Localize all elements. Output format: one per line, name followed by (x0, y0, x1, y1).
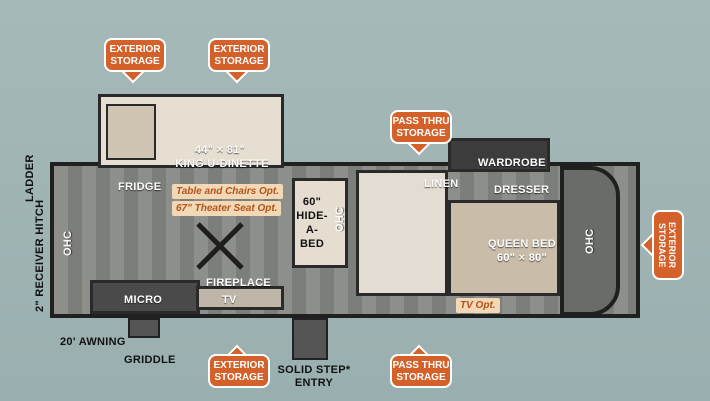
dresser-label: DRESSER (494, 184, 550, 196)
bathroom (356, 170, 448, 296)
tv-opt-label: TV Opt. (456, 298, 500, 313)
ohc-mid-label: OHC (334, 206, 346, 232)
hide-a-bed-label-4: BED (299, 238, 325, 250)
exterior-storage-callout-top-mid: EXTERIOR STORAGE (208, 38, 270, 84)
ladder-label: LADDER (24, 154, 36, 202)
wardrobe-label: WARDROBE (478, 157, 546, 169)
entry-step (292, 318, 328, 360)
dinette-name-label: KING U-DINETTE (175, 158, 269, 170)
exterior-storage-callout-top-left: EXTERIOR STORAGE (104, 38, 166, 84)
fireplace-label: FIREPLACE (206, 277, 272, 289)
table-opt-label: Table and Chairs Opt. (172, 184, 283, 199)
dinette-seat-left (106, 104, 156, 160)
hide-a-bed-label-2: HIDE- (296, 210, 328, 222)
exterior-storage-callout-right: EXTERIOR STORAGE (640, 210, 684, 280)
hide-a-bed (292, 178, 348, 268)
pass-thru-storage-callout-top: PASS THRU STORAGE (390, 110, 452, 156)
micro-label: MICRO (124, 294, 163, 306)
linen-label: LINEN (424, 178, 459, 190)
ohc-right-label: OHC (584, 228, 596, 254)
receiver-hitch-label: 2" RECEIVER HITCH (34, 199, 46, 312)
entry-label: ENTRY (294, 377, 334, 389)
exterior-storage-callout-bottom: EXTERIOR STORAGE (208, 344, 270, 388)
theater-opt-label: 67" Theater Seat Opt. (172, 201, 282, 216)
dinette-table-icon (196, 222, 244, 270)
dinette-size-label: 44" × 81" (194, 144, 246, 156)
front-cap (560, 166, 620, 316)
fireplace-cabinet (196, 286, 284, 310)
ohc-left-label: OHC (62, 230, 74, 256)
griddle-label: GRIDDLE (124, 354, 176, 366)
queen-bed-size-label: 60" × 80" (496, 252, 548, 264)
pass-thru-storage-callout-bottom: PASS THRU STORAGE (390, 344, 452, 388)
kitchen-counter (90, 280, 200, 314)
tv-label: TV (222, 294, 237, 306)
solid-step-label: SOLID STEP* (277, 364, 351, 376)
fridge-label: FRIDGE (118, 181, 162, 193)
bedroom (448, 200, 560, 296)
hide-a-bed-label-1: 60" (302, 196, 322, 208)
awning-label: 20' AWNING (60, 336, 126, 348)
queen-bed-label: QUEEN BED (487, 238, 557, 250)
wardrobe-slideout (448, 138, 550, 172)
hide-a-bed-label-3: A- (305, 224, 319, 236)
griddle-box (128, 318, 160, 338)
